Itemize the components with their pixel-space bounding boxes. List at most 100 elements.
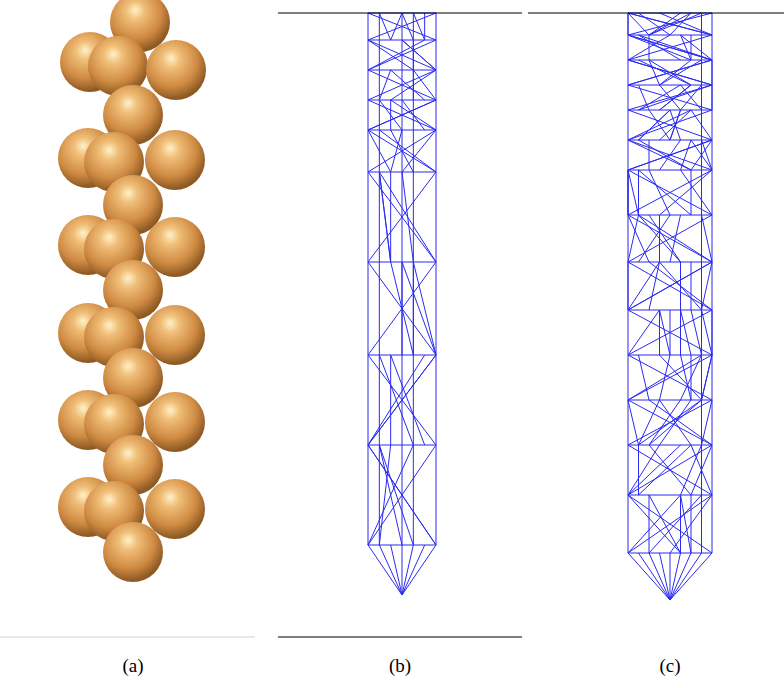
wire-edge <box>639 60 692 85</box>
top-boundary <box>278 13 522 14</box>
wire-edge <box>379 13 390 40</box>
sphere <box>145 392 205 452</box>
wire-edge <box>436 13 437 545</box>
wire-edge <box>391 70 425 100</box>
wire-edge <box>368 355 436 445</box>
wire-edge <box>628 35 691 60</box>
wire-edge <box>691 35 692 60</box>
wire-edge <box>712 13 713 553</box>
wire-edge <box>691 262 692 310</box>
wire-edge <box>639 215 681 262</box>
wire-edge <box>712 85 713 110</box>
wire-edge <box>628 13 712 35</box>
wire-edge <box>702 262 713 310</box>
wire-edge <box>649 400 712 445</box>
wire-edge <box>628 13 712 35</box>
wire-edge <box>691 495 692 553</box>
wire-edge <box>660 355 702 400</box>
wire-edge <box>628 400 639 445</box>
wire-edge <box>368 445 436 545</box>
wire-edge <box>638 170 639 215</box>
wire-edge <box>402 545 425 595</box>
wire-edge <box>628 262 712 310</box>
wire-edge <box>368 130 391 172</box>
wire-edge <box>702 215 713 262</box>
wire-edge <box>628 85 712 110</box>
wire-edge <box>368 100 436 130</box>
wire-edge <box>628 140 691 170</box>
wire-edge <box>638 445 639 495</box>
wire-edge <box>628 13 712 35</box>
wire-edge <box>368 70 436 71</box>
wire-edge <box>379 13 380 545</box>
sphere <box>145 305 205 365</box>
wire-edge <box>368 262 436 355</box>
wire-edge <box>628 445 712 495</box>
wire-edge <box>628 215 712 262</box>
top-boundary <box>528 13 784 14</box>
wire-edge <box>660 60 702 85</box>
wire-edge <box>368 355 436 445</box>
wire-edge <box>391 70 436 100</box>
wire-edge <box>368 13 436 40</box>
wire-edge <box>413 262 436 355</box>
wire-edge <box>391 130 402 172</box>
wire-edge <box>691 140 712 170</box>
wire-edge <box>681 35 713 60</box>
wire-edge <box>379 100 402 130</box>
wire-edge <box>691 110 712 140</box>
wire-edge <box>680 262 681 310</box>
wire-edge <box>368 130 436 172</box>
wire-edge <box>670 215 681 262</box>
wire-edge <box>628 262 712 310</box>
wire-edge <box>628 355 712 400</box>
wire-edge <box>712 60 713 85</box>
wire-edge <box>670 553 712 600</box>
wire-edge <box>402 262 436 355</box>
wire-edge <box>628 140 712 170</box>
panel-label: (a) <box>122 655 143 677</box>
wire-edge <box>659 310 660 355</box>
wire-edge <box>649 110 670 140</box>
wire-edge <box>628 495 681 553</box>
wire-edge <box>702 310 713 355</box>
wire-edge <box>681 310 692 355</box>
wire-edge <box>628 215 649 262</box>
wire-edge <box>649 13 702 35</box>
wire-edge <box>660 355 671 400</box>
wire-edge <box>670 553 671 600</box>
wire-edge <box>628 170 639 215</box>
wire-edge <box>628 60 712 61</box>
wire-edge <box>649 553 670 600</box>
wire-edge <box>628 262 660 310</box>
wire-edge <box>413 40 414 70</box>
sphere <box>145 479 205 539</box>
wire-edge <box>628 35 670 60</box>
wire-edge <box>628 170 629 215</box>
wire-edge <box>628 400 712 401</box>
wire-edge <box>628 445 681 495</box>
wire-edge <box>712 310 713 355</box>
wire-edge <box>391 100 436 130</box>
wire-edge <box>368 40 436 70</box>
panel-label: (b) <box>389 655 411 677</box>
wire-edge <box>628 60 712 85</box>
wire-edge <box>670 553 691 600</box>
sphere <box>103 522 163 582</box>
wire-edge <box>402 100 425 130</box>
wire-edge <box>368 445 436 446</box>
wire-edge <box>402 545 403 595</box>
wire-edge <box>702 140 713 170</box>
wire-edge <box>639 553 671 600</box>
sphere <box>146 40 206 100</box>
wire-edge <box>660 170 713 215</box>
wire-edge <box>628 13 629 35</box>
panel-label: (c) <box>659 655 680 677</box>
wire-edge <box>649 495 702 553</box>
wire-edge <box>628 170 712 215</box>
wire-edge <box>368 70 436 100</box>
wire-edge <box>390 355 391 445</box>
wire-edge <box>628 400 712 445</box>
wire-edge <box>391 13 402 40</box>
